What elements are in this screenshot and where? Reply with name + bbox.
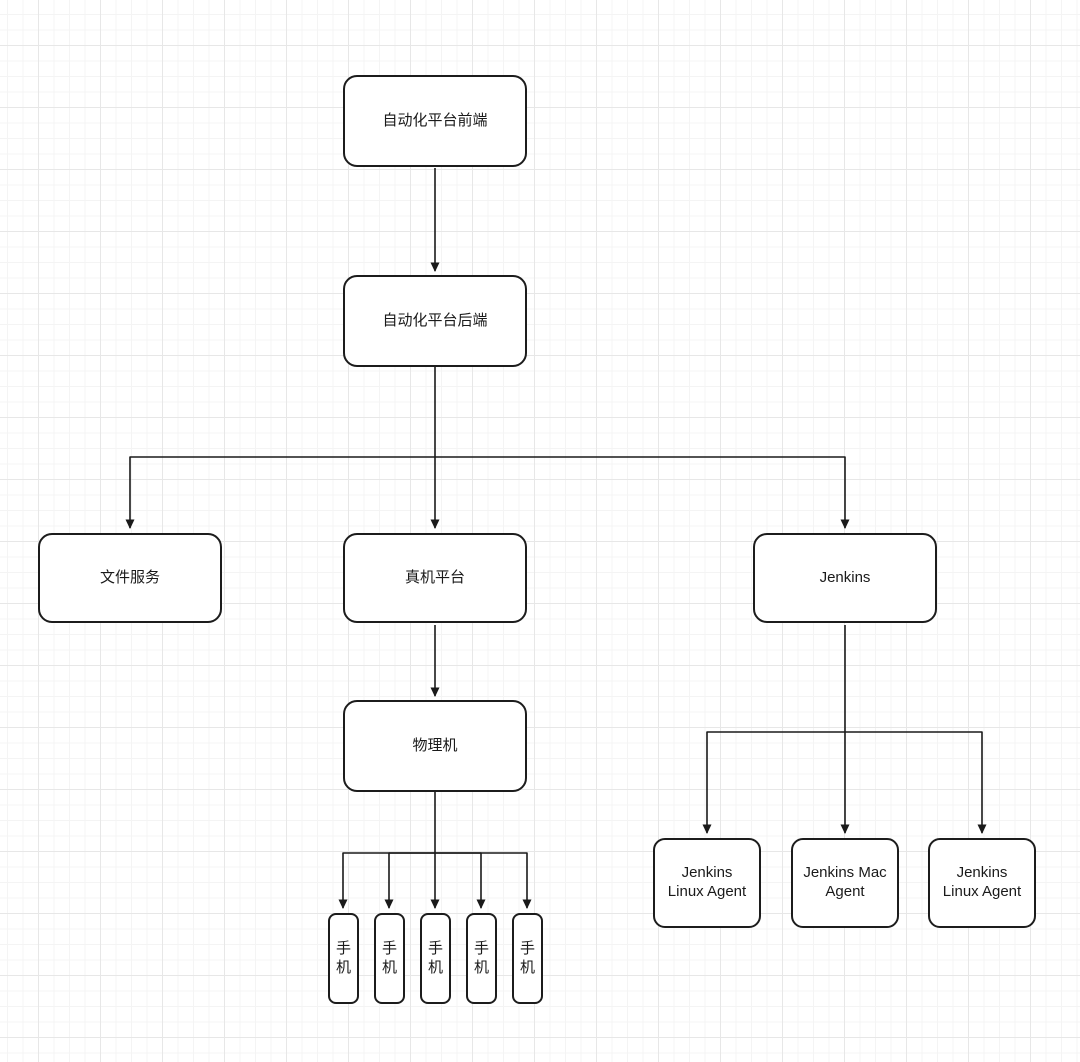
node-phone-5-label: 手机 xyxy=(519,939,535,976)
node-jenkins[interactable]: Jenkins xyxy=(753,533,937,623)
node-file-service[interactable]: 文件服务 xyxy=(38,533,222,623)
node-phone-1[interactable]: 手机 xyxy=(328,913,359,1004)
edge-backend-file-service xyxy=(125,456,435,529)
node-jenkins-label: Jenkins xyxy=(819,568,871,586)
node-device-platform[interactable]: 真机平台 xyxy=(343,533,527,623)
node-jenkins-mac-agent[interactable]: Jenkins Mac Agent xyxy=(791,838,899,928)
edge-jenkins-agent3 xyxy=(845,731,987,834)
node-device-platform-label: 真机平台 xyxy=(404,568,465,586)
node-jenkins-linux-agent-2[interactable]: Jenkins Linux Agent xyxy=(928,838,1036,928)
node-frontend-label: 自动化平台前端 xyxy=(382,111,488,129)
node-file-service-label: 文件服务 xyxy=(99,568,160,586)
node-phone-2[interactable]: 手机 xyxy=(374,913,405,1004)
edge-physical-machine-phone5 xyxy=(435,852,532,909)
edge-physical-machine-phone4 xyxy=(435,852,486,909)
node-jenkins-linux-agent-1[interactable]: Jenkins Linux Agent xyxy=(653,838,761,928)
edge-physical-machine-phone1 xyxy=(338,852,435,909)
node-backend-label: 自动化平台后端 xyxy=(382,311,488,329)
node-physical-machine[interactable]: 物理机 xyxy=(343,700,527,792)
edge-physical-machine-phone2 xyxy=(384,852,435,909)
edge-backend-jenkins xyxy=(435,456,850,529)
node-frontend[interactable]: 自动化平台前端 xyxy=(343,75,527,167)
node-jenkins-mac-agent-label: Jenkins Mac Agent xyxy=(803,864,887,900)
node-jenkins-linux-agent-2-label: Jenkins Linux Agent xyxy=(942,864,1022,900)
node-phone-5[interactable]: 手机 xyxy=(512,913,543,1004)
node-phone-4[interactable]: 手机 xyxy=(466,913,497,1004)
node-phone-1-label: 手机 xyxy=(335,939,351,976)
node-phone-4-label: 手机 xyxy=(473,939,489,976)
edge-jenkins-agent1 xyxy=(702,731,845,834)
node-phone-3-label: 手机 xyxy=(427,939,443,976)
node-physical-machine-label: 物理机 xyxy=(412,736,458,754)
node-backend[interactable]: 自动化平台后端 xyxy=(343,275,527,367)
node-phone-3[interactable]: 手机 xyxy=(420,913,451,1004)
node-jenkins-linux-agent-1-label: Jenkins Linux Agent xyxy=(667,864,747,900)
node-phone-2-label: 手机 xyxy=(381,939,397,976)
